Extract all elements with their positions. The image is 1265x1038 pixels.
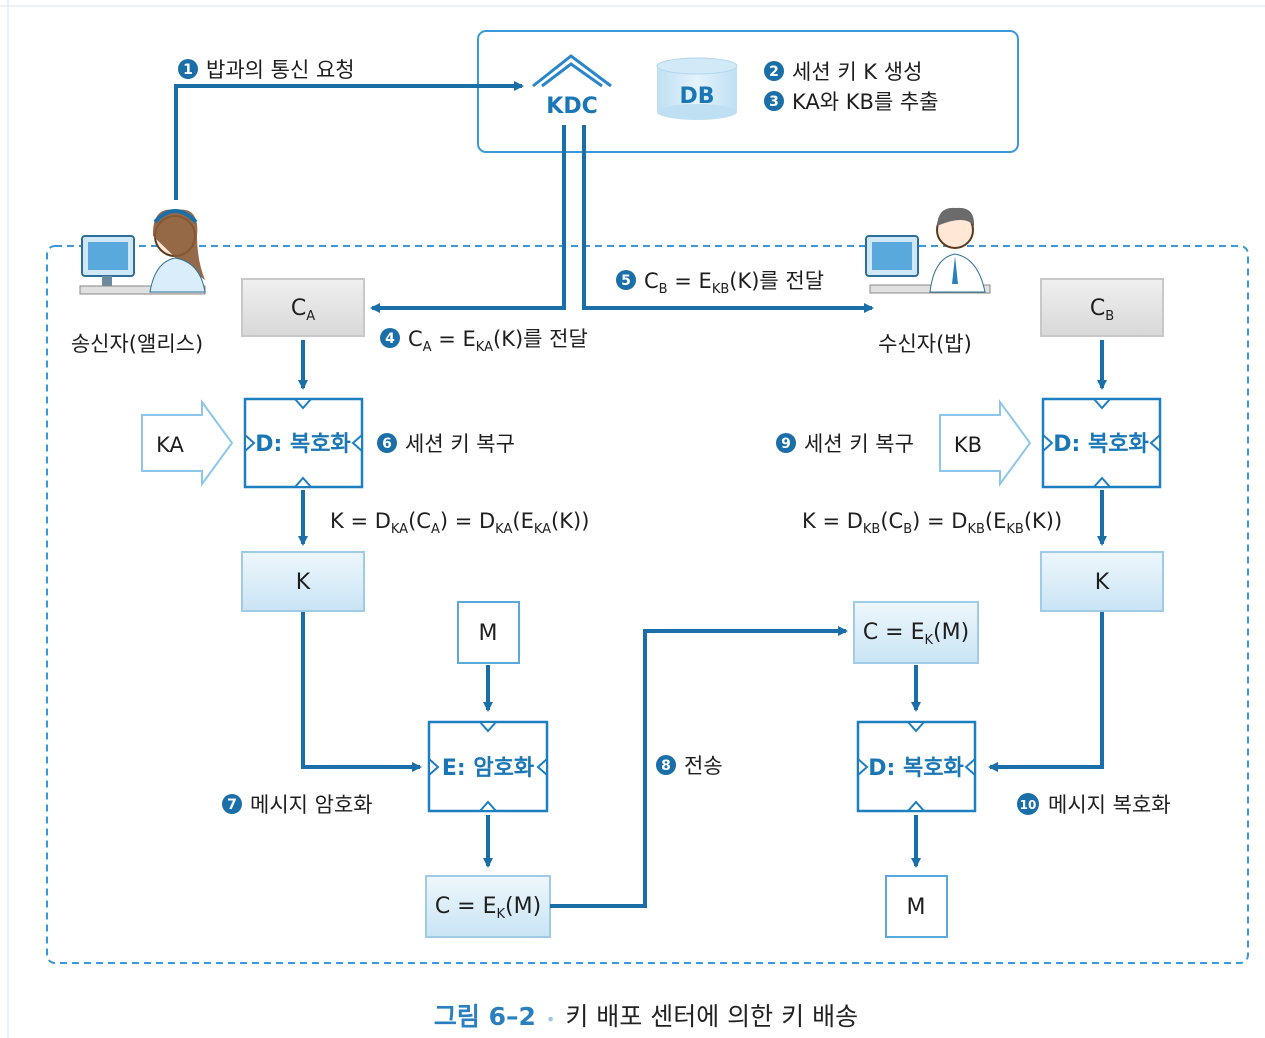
ciphertext-in-box xyxy=(853,601,979,664)
svg-text:메시지 복호화: 메시지 복호화 xyxy=(1048,793,1171,817)
kdc-panel: KDC DB 2 세션 키 K 생성 3 KA와 KB를 추출 xyxy=(477,30,1019,153)
sender-person-icon xyxy=(79,209,206,295)
arrow-k-encrypt xyxy=(301,612,422,772)
kdc-roof-icon xyxy=(532,54,612,88)
receiver-label: 수신자(밥) xyxy=(878,332,972,356)
kb-label: KB xyxy=(954,433,982,457)
svg-text:9: 9 xyxy=(781,436,791,452)
right-k-box xyxy=(1040,551,1164,612)
database-icon xyxy=(656,57,738,120)
right-m-box xyxy=(885,875,948,938)
svg-text:메시지 암호화: 메시지 암호화 xyxy=(250,793,373,817)
arrow-ca xyxy=(370,125,566,313)
svg-text:CA = EKA(K)를 전달: CA = EKA(K)를 전달 xyxy=(408,327,588,355)
ca-label: CA xyxy=(291,296,315,324)
right-decrypt-box xyxy=(1041,397,1162,489)
ka-key-arrow xyxy=(141,398,234,488)
left-m-box xyxy=(457,601,520,664)
arrow-cb xyxy=(582,125,874,313)
figure-caption: 그림 6–2•키 배포 센터에 의한 키 배송 xyxy=(434,1002,858,1031)
right-decrypt-label: D: 복호화 xyxy=(1053,432,1148,457)
encrypt-label: E: 암호화 xyxy=(442,756,534,781)
cb-box xyxy=(1040,278,1164,337)
svg-text:KA와 KB를 추출: KA와 KB를 추출 xyxy=(792,90,939,114)
svg-text:CB = EKB(K)를 전달: CB = EKB(K)를 전달 xyxy=(644,269,824,297)
left-k-box xyxy=(241,551,365,612)
step-3: 3 KA와 KB를 추출 xyxy=(764,90,939,114)
right-decrypt2-label: D: 복호화 xyxy=(868,756,963,781)
svg-text:2: 2 xyxy=(769,64,779,80)
step-1: 1 밥과의 통신 요청 xyxy=(178,58,355,82)
step-4: 4 CA = EKA(K)를 전달 xyxy=(380,327,588,355)
svg-text:6: 6 xyxy=(382,436,392,452)
network-boundary xyxy=(46,245,1249,964)
svg-text:8: 8 xyxy=(661,758,671,774)
svg-text:전송: 전송 xyxy=(684,754,723,778)
db-label: DB xyxy=(679,84,714,109)
step-5: 5 CB = EKB(K)를 전달 xyxy=(616,269,824,297)
ca-box xyxy=(241,278,365,337)
right-decrypt2-box xyxy=(856,720,977,813)
svg-text:10: 10 xyxy=(1020,798,1037,812)
step-9: 9 세션 키 복구 xyxy=(776,432,914,456)
left-decrypt-label: D: 복호화 xyxy=(255,432,350,457)
step-6: 6 세션 키 복구 xyxy=(377,432,515,456)
ciphertext-in-label: C = EK(M) xyxy=(863,620,969,648)
svg-text:세션 키 복구: 세션 키 복구 xyxy=(804,432,914,456)
svg-text:7: 7 xyxy=(227,797,237,813)
receiver-person-icon xyxy=(865,207,991,294)
sender-label: 송신자(앨리스) xyxy=(71,332,203,356)
step-2: 2 세션 키 K 생성 xyxy=(764,60,922,84)
ciphertext-out-label: C = EK(M) xyxy=(435,894,541,922)
left-decrypt-box xyxy=(243,397,364,489)
arrow-request xyxy=(174,81,524,200)
kdc-label: KDC xyxy=(546,94,597,119)
left-m-label: M xyxy=(479,621,498,646)
encrypt-box xyxy=(427,720,549,813)
arrow-k-decrypt2 xyxy=(988,612,1104,772)
svg-text:1: 1 xyxy=(183,62,193,78)
cb-label: CB xyxy=(1090,296,1114,324)
svg-text:4: 4 xyxy=(385,331,395,347)
step-8: 8 전송 xyxy=(656,754,723,778)
left-k-label: K xyxy=(296,570,311,595)
left-k-equation: K = DKA(CA) = DKA(EKA(K)) xyxy=(330,509,589,537)
step-10: 10 메시지 복호화 xyxy=(1017,793,1171,817)
right-m-label: M xyxy=(907,895,926,920)
kb-key-arrow xyxy=(939,398,1032,488)
right-k-label: K xyxy=(1095,570,1110,595)
svg-text:밥과의 통신 요청: 밥과의 통신 요청 xyxy=(206,58,355,82)
svg-text:5: 5 xyxy=(621,273,631,289)
ka-label: KA xyxy=(156,433,184,457)
svg-text:3: 3 xyxy=(769,94,779,110)
svg-text:세션 키 K 생성: 세션 키 K 생성 xyxy=(792,60,922,84)
step-7: 7 메시지 암호화 xyxy=(222,793,373,817)
svg-text:세션 키 복구: 세션 키 복구 xyxy=(405,432,515,456)
arrow-transmit xyxy=(550,626,848,908)
right-k-equation: K = DKB(CB) = DKB(EKB(K)) xyxy=(802,509,1062,537)
